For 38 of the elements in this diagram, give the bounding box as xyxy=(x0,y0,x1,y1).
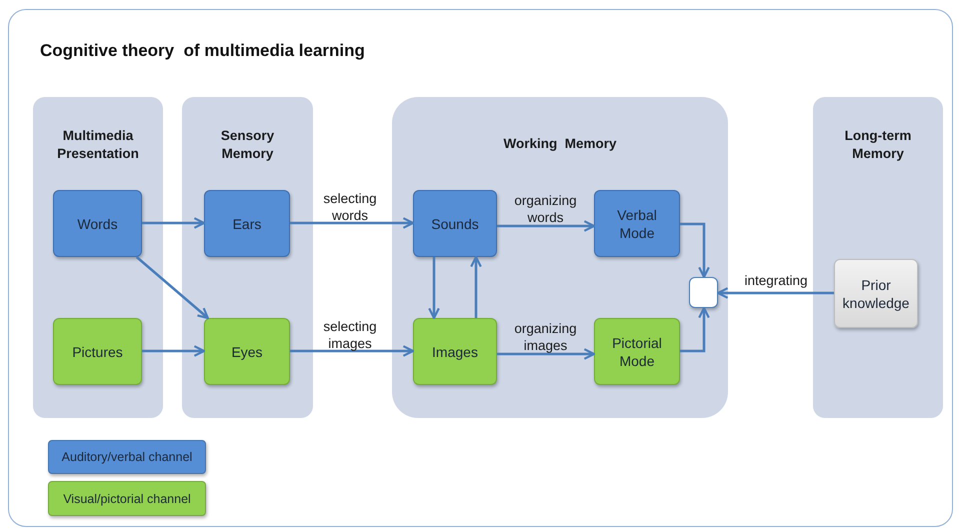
panel-heading: Working Memory xyxy=(502,135,618,153)
arrow xyxy=(716,287,834,299)
junction-box xyxy=(689,277,718,308)
legend-item: Auditory/verbal channel xyxy=(48,440,206,474)
memory-panel xyxy=(33,97,163,418)
process-box: Ears xyxy=(204,190,290,257)
panel-heading: Sensory Memory xyxy=(220,127,276,163)
process-box: Sounds xyxy=(413,190,497,257)
arrow xyxy=(470,256,482,318)
diagram-title: Cognitive theory of multimedia learning xyxy=(40,41,365,61)
arrow xyxy=(497,348,596,360)
edge-label: organizing words xyxy=(513,192,578,226)
arrow xyxy=(680,222,710,278)
process-box: Prior knowledge xyxy=(834,259,918,328)
process-box: Images xyxy=(413,318,497,385)
process-box: Verbal Mode xyxy=(594,190,680,257)
process-box: Eyes xyxy=(204,318,290,385)
arrow xyxy=(290,217,414,229)
arrow xyxy=(136,256,209,320)
arrow xyxy=(680,306,710,352)
legend-item: Visual/pictorial channel xyxy=(48,481,206,516)
edge-label: selecting words xyxy=(322,190,378,224)
arrow xyxy=(428,257,440,320)
edge-label: selecting images xyxy=(322,318,378,352)
memory-panel xyxy=(813,97,943,418)
arrow xyxy=(290,345,414,357)
panel-heading: Long-term Memory xyxy=(844,127,912,163)
process-box: Pictures xyxy=(53,318,142,385)
arrow xyxy=(497,220,596,232)
memory-panel xyxy=(392,97,728,418)
arrow xyxy=(142,217,206,229)
process-box: Words xyxy=(53,190,142,257)
arrow xyxy=(142,345,206,357)
memory-panel xyxy=(182,97,313,418)
panel-heading: Multimedia Presentation xyxy=(56,127,140,163)
edge-label: organizing images xyxy=(513,320,578,354)
edge-label: integrating xyxy=(743,272,809,289)
process-box: Pictorial Mode xyxy=(594,318,680,385)
